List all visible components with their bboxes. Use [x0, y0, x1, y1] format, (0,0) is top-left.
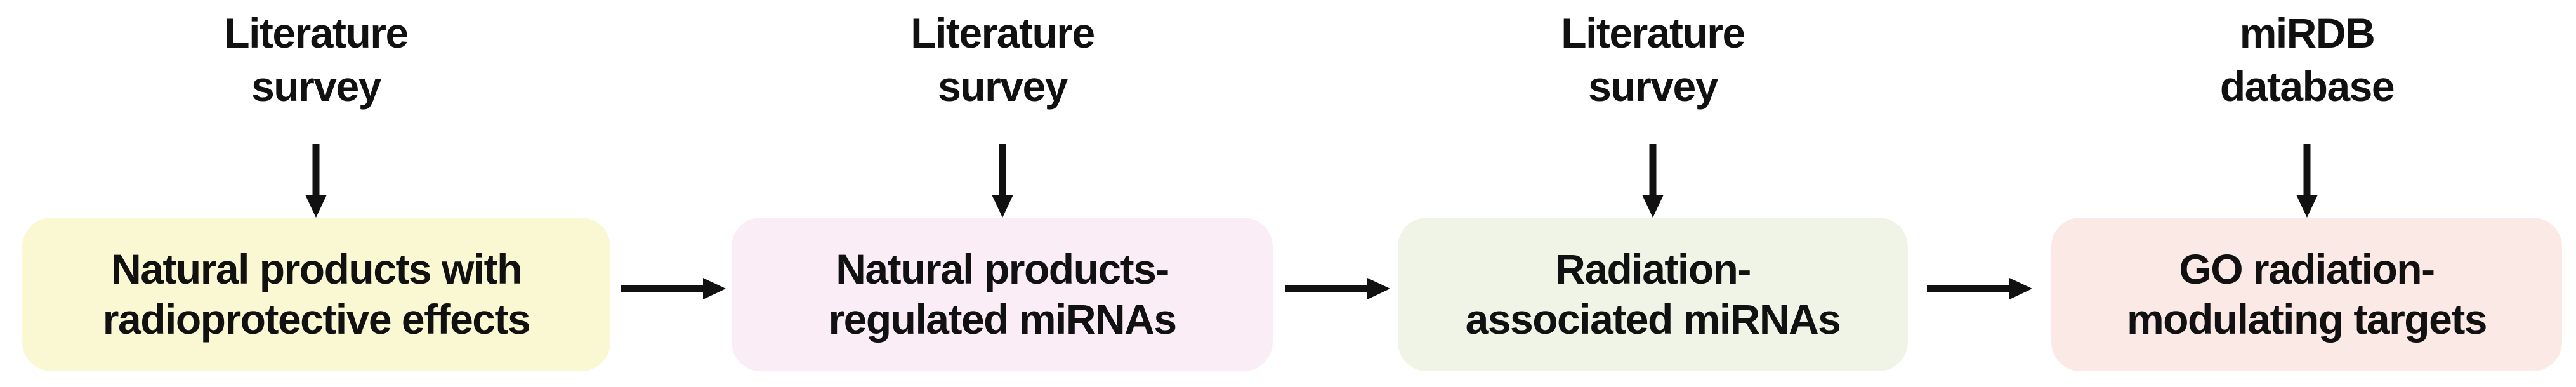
down-arrow-icon	[1642, 144, 1664, 218]
step-box-go-radiation-modulating-targets: GO radiation- modulating targets	[2051, 218, 2562, 371]
source-label-line1: Literature	[910, 10, 1095, 56]
step-box-radiation-associated-mirnas: Radiation- associated miRNAs	[1398, 218, 1908, 371]
source-label-literature-survey-3: Literature survey	[1431, 6, 1875, 113]
step-box-natural-products-regulated-mirnas: Natural products- regulated miRNAs	[732, 218, 1273, 371]
right-arrow-icon	[1927, 278, 2032, 299]
right-arrow-icon	[621, 278, 726, 299]
step-box-line1: GO radiation-	[2179, 246, 2435, 292]
source-label-line2: database	[2219, 63, 2395, 110]
source-label-line1: Literature	[1561, 10, 1745, 56]
step-box-line1: Natural products with	[111, 246, 522, 292]
step-box-line2: modulating targets	[2126, 296, 2488, 343]
step-box-line2: radioprotective effects	[102, 296, 531, 343]
source-label-mirdb-database: miRDB database	[2085, 6, 2529, 113]
down-arrow-icon	[992, 144, 1013, 218]
source-label-literature-survey-1: Literature survey	[94, 6, 538, 113]
source-label-line2: survey	[251, 63, 381, 110]
right-arrow-icon	[1285, 278, 1390, 299]
down-arrow-icon	[305, 144, 327, 218]
source-label-line2: survey	[938, 63, 1068, 110]
step-box-line1: Radiation-	[1555, 246, 1751, 292]
source-label-line1: miRDB	[2239, 10, 2376, 56]
source-label-literature-survey-2: Literature survey	[780, 6, 1225, 113]
step-box-line1: Natural products-	[836, 246, 1169, 292]
step-box-line2: associated miRNAs	[1465, 296, 1841, 343]
step-box-natural-products-radioprotective: Natural products with radioprotective ef…	[22, 218, 610, 371]
source-label-line2: survey	[1588, 63, 1718, 110]
down-arrow-icon	[2296, 144, 2318, 218]
step-box-line2: regulated miRNAs	[828, 296, 1177, 343]
source-label-line1: Literature	[224, 10, 409, 56]
